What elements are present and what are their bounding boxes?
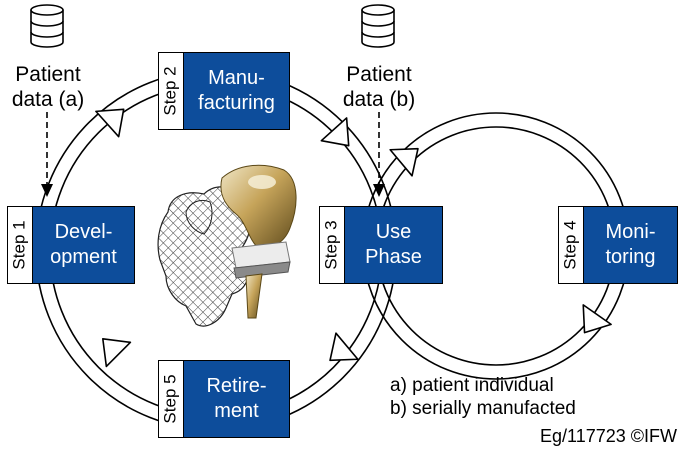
step5-title-line1: Retire-: [206, 375, 267, 397]
arrowhead-monitor-exit: [582, 304, 612, 334]
step4-title: Moni- toring: [584, 207, 677, 283]
step1-title: Devel- opment: [33, 207, 134, 283]
image-credit: Eg/117723 ©IFW: [540, 426, 677, 446]
patient-data-a-arrow: [41, 112, 53, 197]
step5-title: Retire- ment: [184, 361, 289, 437]
step1-title-line2: opment: [50, 246, 117, 268]
step5-title-line2: ment: [214, 400, 259, 422]
step2-box: Step 2 Manu- facturing: [158, 52, 290, 130]
step4-number-tab: Step 4: [559, 207, 584, 283]
step2-title-line1: Manu-: [208, 67, 265, 89]
step2-number-tab: Step 2: [159, 53, 184, 129]
database-icon: [30, 4, 64, 48]
step3-title: Use Phase: [345, 207, 442, 283]
knee-implant-illustration: [157, 164, 297, 327]
patient-data-a-line1: Patient: [15, 63, 81, 86]
step1-number: Step 1: [10, 220, 29, 270]
step5-number-tab: Step 5: [159, 361, 184, 437]
step4-title-line2: toring: [605, 246, 656, 268]
patient-data-b-arrow: [373, 112, 385, 197]
step4-box: Step 4 Moni- toring: [558, 206, 678, 284]
arrowhead-to-step3: [320, 117, 350, 147]
arrowhead-monitor-entry: [389, 147, 419, 177]
legend: a) patient individual b) serially manufa…: [390, 374, 576, 420]
step2-title-line2: facturing: [198, 92, 275, 114]
legend-b: b) serially manufacted: [390, 398, 576, 419]
database-icon: [361, 4, 395, 48]
legend-a: a) patient individual: [390, 375, 554, 396]
patient-data-b-line2: data (b): [342, 88, 416, 111]
patient-data-a-line2: data (a): [11, 88, 85, 111]
step3-box: Step 3 Use Phase: [319, 206, 443, 284]
patient-data-b-label: Patient data (b): [330, 62, 428, 112]
arrowhead-to-step2: [95, 108, 125, 138]
step4-number: Step 4: [561, 220, 580, 270]
step4-title-line1: Moni-: [605, 221, 656, 243]
step5-number: Step 5: [161, 374, 180, 424]
step3-title-line1: Use: [375, 221, 412, 243]
step1-number-tab: Step 1: [8, 207, 33, 283]
step5-box: Step 5 Retire- ment: [158, 360, 290, 438]
step3-number: Step 3: [322, 220, 341, 270]
patient-data-a-label: Patient data (a): [0, 62, 96, 112]
arrowhead-to-step1: [102, 338, 132, 368]
step2-number: Step 2: [161, 66, 180, 116]
step1-title-line1: Devel-: [54, 221, 113, 243]
step1-box: Step 1 Devel- opment: [7, 206, 135, 284]
step2-title: Manu- facturing: [184, 53, 289, 129]
step3-number-tab: Step 3: [320, 207, 345, 283]
step3-title-line2: Phase: [365, 246, 422, 268]
arrowhead-to-step5: [329, 332, 359, 362]
patient-data-b-line1: Patient: [346, 63, 412, 86]
